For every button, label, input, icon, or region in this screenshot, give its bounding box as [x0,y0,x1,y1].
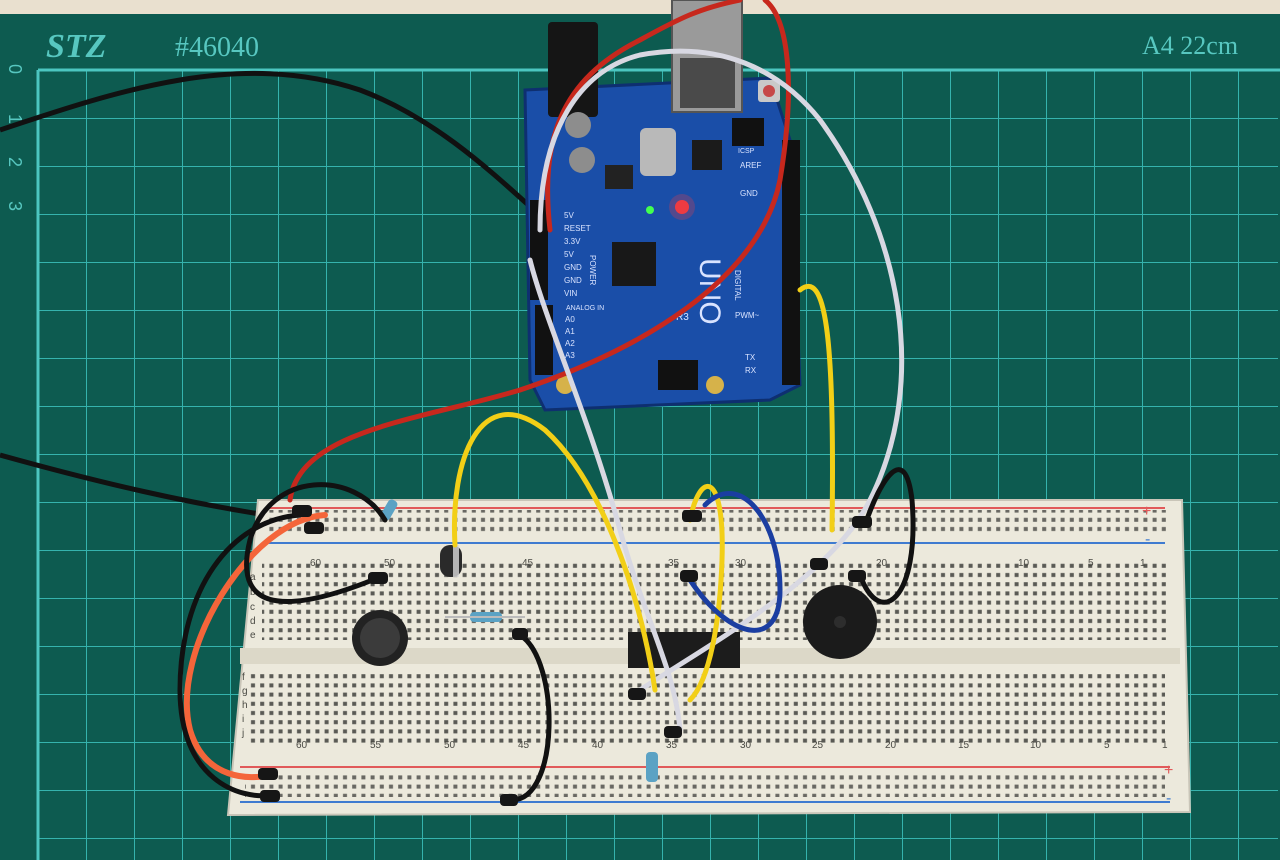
icsp-label: ICSP [738,148,755,155]
capacitor-2 [569,147,595,173]
col-num-top-1: 1 [1140,558,1146,569]
wire-yellow-3 [687,484,725,703]
power-header-label: POWER [588,255,597,285]
led-l [675,200,689,214]
pin-label-5v-2: 5V [564,250,574,259]
row-letter-h: h [242,700,248,711]
pin-label-gnd-1: GND [564,263,582,272]
col-num-bottom-25: 25 [812,740,824,751]
col-num-bottom-5: 5 [1104,740,1110,751]
pin-label-reset: RESET [564,224,591,233]
digital-header [782,140,800,385]
usb-chip [692,140,722,170]
pin-label-a1: A1 [565,327,575,336]
rail-minus-top: - [1145,531,1150,548]
wire-black-left-top [0,70,547,222]
col-num-bottom-10: 10 [1030,740,1042,751]
col-num-top-20: 20 [876,558,888,569]
wire-orange [183,512,328,781]
wire-white-2 [527,257,683,733]
col-num-top-45: 45 [522,558,534,569]
mat-ruler-2: 2 [5,157,25,167]
mat-size-label: A4 22cm [1142,31,1238,60]
col-num-bottom-55: 55 [370,740,382,751]
row-letter-c: c [250,602,255,613]
wires [177,0,916,803]
aref-label: AREF [740,161,761,170]
col-num-bottom-45: 45 [518,740,530,751]
pin-label-3v3: 3.3V [564,237,581,246]
col-num-bottom-50: 50 [444,740,456,751]
wire-yellow-2 [797,283,836,533]
rail-plus-bottom: + [1164,762,1173,779]
col-num-bottom-60: 60 [296,740,308,751]
resistor-3 [646,752,658,782]
microcontroller-chip [612,242,656,286]
col-num-bottom-40: 40 [592,740,604,751]
row-letter-a: a [250,572,256,583]
icsp-header [732,118,764,146]
crystal [640,128,676,176]
wire-black-rail [177,512,303,799]
row-letter-i: i [242,714,244,725]
wire-white-1 [537,48,905,693]
rail-plus-top: + [1142,503,1151,520]
col-num-bottom-20: 20 [885,740,897,751]
wire-black-ic [509,632,552,803]
analog-header-label: ANALOG IN [566,305,604,312]
rx-label: RX [745,366,757,375]
pin-label-vin: VIN [564,289,578,298]
analog-header [535,305,553,375]
col-num-top-50: 50 [384,558,396,569]
col-num-top-60: 60 [310,558,322,569]
col-num-bottom-30: 30 [740,740,752,751]
breadboard: 60 50 45 35 30 20 10 5 1 60 55 50 45 40 … [226,499,1192,817]
row-letter-b: b [250,587,256,598]
wire-ends [258,505,872,806]
col-num-top-5: 5 [1088,558,1094,569]
col-num-bottom-35: 35 [666,740,678,751]
col-num-top-35: 35 [668,558,680,569]
col-num-top-10: 10 [1018,558,1030,569]
row-letter-j: j [241,728,244,739]
mat-model: #46040 [175,32,259,63]
wire-black-buzzer [857,467,916,605]
col-num-bottom-15: 15 [958,740,970,751]
row-letter-e: e [250,630,256,641]
led-power [646,206,654,214]
mat-ruler-1: 1 [5,114,25,124]
pin-label-a2: A2 [565,339,575,348]
icsp-header-bottom [658,360,698,390]
pin-label-a0: A0 [565,315,575,324]
board-revision: R3 [676,312,689,323]
pin-label-5v: 5V [564,211,574,220]
capacitor-1 [565,112,591,138]
mat-ruler-3: 3 [5,201,25,211]
gnd-label: GND [740,189,758,198]
mat-ruler-0: 0 [5,64,25,74]
row-letter-d: d [250,616,256,627]
row-letter-f: f [242,672,245,683]
wire-yellow-1 [451,412,658,693]
pin-label-a3: A3 [565,351,575,360]
col-num-bottom-1: 1 [1162,740,1168,751]
col-num-top-30: 30 [735,558,747,569]
mat-brand: STZ [46,28,106,65]
row-letter-g: g [242,686,248,697]
pin-label-gnd-2: GND [564,276,582,285]
rail-minus-bottom: - [1166,790,1171,807]
tx-label: TX [745,353,756,362]
pwm-label: PWM~ [735,311,760,320]
wire-black-mic [244,482,388,604]
digital-header-label: DIGITAL [733,270,742,301]
wire-blue [687,491,783,633]
dc-jack [548,22,598,117]
